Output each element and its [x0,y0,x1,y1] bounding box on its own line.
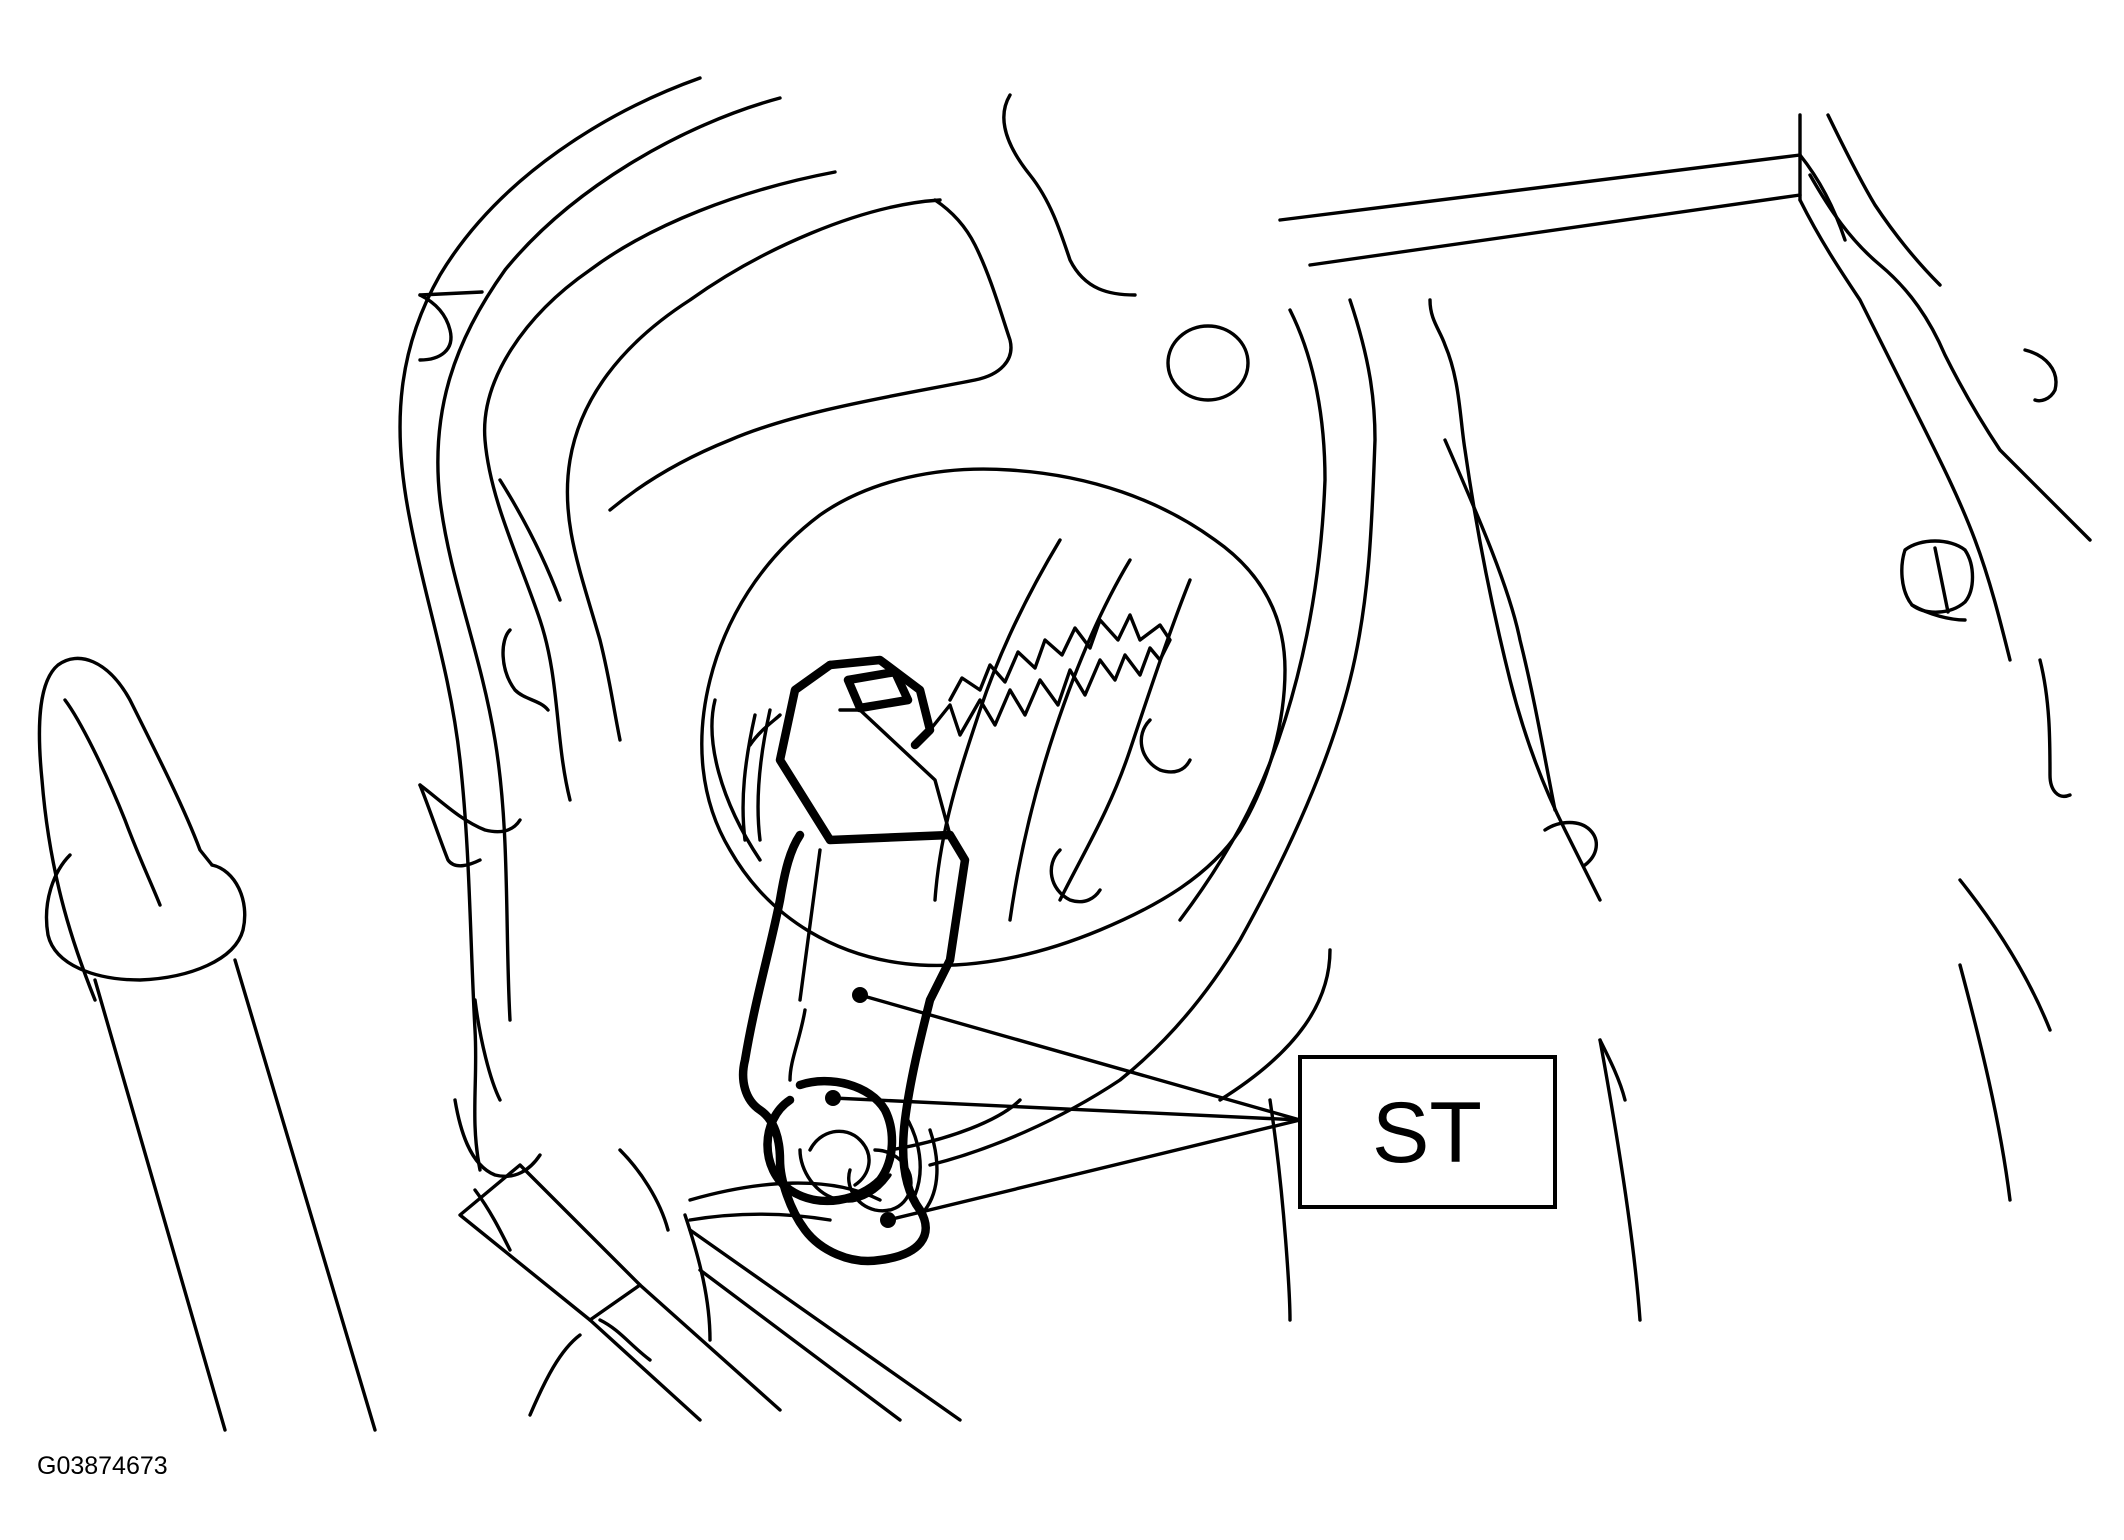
leader-dot-nut [825,1090,841,1106]
housing-plate [608,93,1642,1322]
gear-teeth [928,613,1172,737]
leader-dot-bolt [880,1212,896,1228]
special-tool [738,655,970,1266]
right-bolt [1900,539,1975,622]
left-handle [37,656,377,1432]
callout-label: ST [1372,1085,1482,1181]
leader-dot-body [852,987,868,1003]
callout-leaders [825,987,1302,1228]
leader-line-bolt [886,1118,1302,1222]
upper-right-bars [1278,113,2092,1202]
housing-bolt-hole [1166,324,1250,402]
leader-line-nut [831,1096,1302,1122]
leader-line-body [858,993,1302,1122]
housing-outline [398,76,942,1252]
callout-box [1298,1055,1557,1209]
figure-id: G03874673 [37,1452,168,1480]
